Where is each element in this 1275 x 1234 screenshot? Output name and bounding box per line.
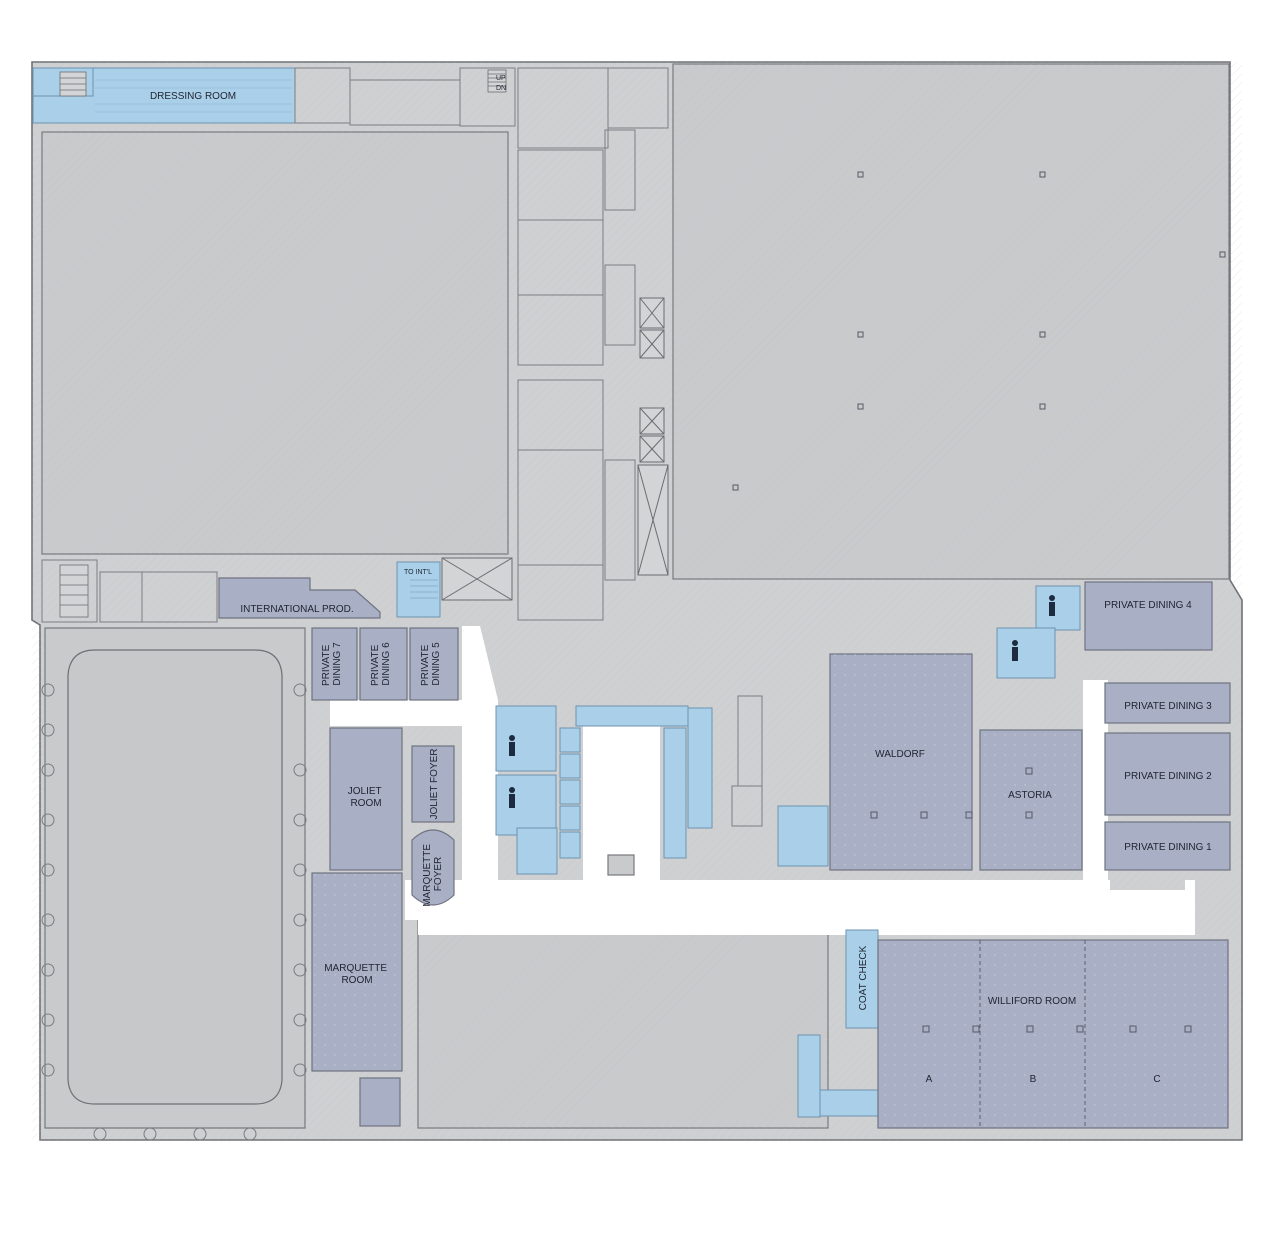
small-kiosk xyxy=(607,854,635,876)
coat-check[interactable] xyxy=(845,929,879,1029)
stair-up-label: UP xyxy=(496,75,506,82)
dressing-room-label: DRESSING ROOM xyxy=(150,91,236,102)
marquette-foyer-line1: MARQUETTE xyxy=(422,844,433,907)
williford-section-b: B xyxy=(1030,1074,1037,1085)
stair-icon xyxy=(487,69,507,93)
joliet-room-label: JOLIET ROOM xyxy=(348,786,385,809)
private-dining-2-label: PRIVATE DINING 2 xyxy=(1124,771,1212,782)
private-dining-5-label: PRIVATE DINING 5 xyxy=(420,642,442,686)
williford-room-label: WILLIFORD ROOM xyxy=(988,996,1076,1007)
private-dining-7-label: PRIVATE DINING 7 xyxy=(321,642,343,686)
international-prod-label: INTERNATIONAL PROD. xyxy=(240,604,353,615)
restroom-ne-2[interactable] xyxy=(996,627,1056,679)
marquette-room-line1: MARQUETTE xyxy=(324,963,387,974)
joliet-foyer[interactable] xyxy=(411,745,455,823)
private-dining-5-room[interactable] xyxy=(409,627,459,701)
west-ballroom-floor xyxy=(67,649,283,1105)
marquette-foyer-line2: FOYER xyxy=(433,857,444,891)
private-dining-4-room[interactable] xyxy=(1084,581,1213,651)
marquette-room-line2: ROOM xyxy=(341,975,372,986)
private-dining-7-room[interactable] xyxy=(311,627,358,701)
marquette-foyer[interactable] xyxy=(411,829,455,906)
private-dining-3-label: PRIVATE DINING 3 xyxy=(1124,701,1212,712)
main-corridor xyxy=(405,626,1195,935)
restroom-ne-1[interactable] xyxy=(1035,585,1081,631)
upper-corridor xyxy=(330,700,480,726)
private-dining-1-label: PRIVATE DINING 1 xyxy=(1124,842,1212,853)
astoria-label: ASTORIA xyxy=(1008,790,1052,801)
to-intl-label: TO INT'L xyxy=(404,569,432,576)
stair-icon xyxy=(59,71,89,618)
private-dining-4-label: PRIVATE DINING 4 xyxy=(1104,600,1192,611)
private-dining-2-room[interactable] xyxy=(1104,732,1231,816)
central-stair xyxy=(516,827,558,875)
private-dining-5-line2: DINING 5 xyxy=(431,642,442,686)
international-prod-room[interactable] xyxy=(218,577,381,619)
entry-stair-blue-2 xyxy=(819,1089,879,1117)
joliet-foyer-label: JOLIET FOYER xyxy=(429,749,440,820)
private-dining-7-line2: DINING 7 xyxy=(332,642,343,686)
williford-section-c: C xyxy=(1153,1074,1160,1085)
elevator-icon xyxy=(441,297,669,601)
private-dining-6-line1: PRIVATE xyxy=(370,644,381,686)
private-dining-6-room[interactable] xyxy=(359,627,408,701)
marquette-annex xyxy=(359,1077,401,1127)
private-dining-3-room[interactable] xyxy=(1104,682,1231,724)
private-dining-7-line1: PRIVATE xyxy=(321,644,332,686)
storage-grid-left xyxy=(559,705,713,859)
marquette-foyer-label: MARQUETTE FOYER xyxy=(422,841,444,907)
entry-stair-blue xyxy=(797,1034,821,1118)
joliet-room-line1: JOLIET xyxy=(348,786,382,797)
stair-dn-label: DN xyxy=(496,85,506,92)
marquette-room-label: MARQUETTE ROOM xyxy=(324,963,390,986)
waldorf-label: WALDORF xyxy=(875,749,925,760)
williford-section-a: A xyxy=(926,1074,933,1085)
private-dining-6-line2: DINING 6 xyxy=(381,642,392,686)
coat-check-label: COAT CHECK xyxy=(858,945,869,1010)
private-dining-5-line1: PRIVATE xyxy=(420,644,431,686)
private-dining-1-room[interactable] xyxy=(1104,821,1231,871)
north-link-corridor xyxy=(583,706,660,880)
service-stair-blue xyxy=(777,805,829,867)
private-dining-6-label: PRIVATE DINING 6 xyxy=(370,642,392,686)
to-intl-stair[interactable] xyxy=(396,561,441,618)
east-link-corridor xyxy=(1083,680,1108,880)
restroom-icon xyxy=(495,705,557,836)
joliet-room[interactable] xyxy=(329,727,403,871)
joliet-room-line2: ROOM xyxy=(350,798,381,809)
restroom-icon xyxy=(1012,595,1055,661)
